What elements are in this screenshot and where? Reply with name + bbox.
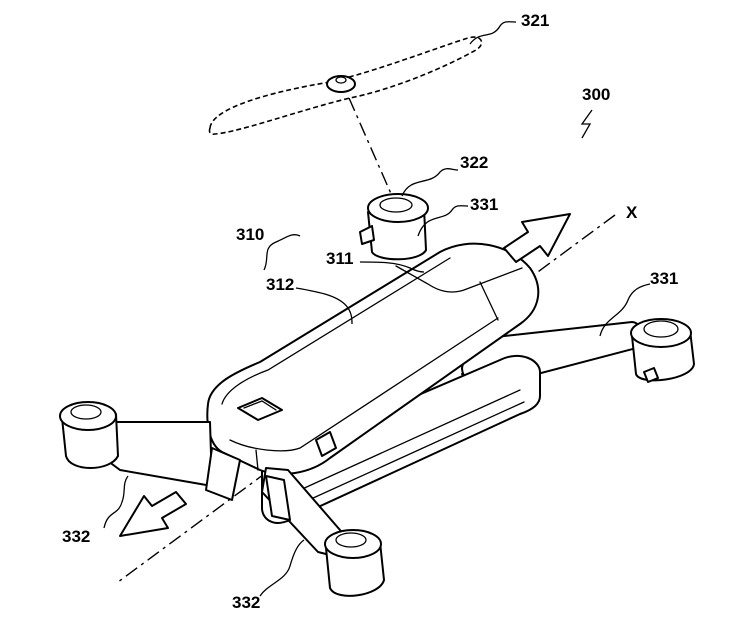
- leader-310: [263, 234, 301, 271]
- label-arm-rear: 331: [470, 195, 498, 214]
- leader-300: [580, 109, 593, 139]
- rotor-axis: [348, 97, 393, 197]
- rear-motor: [359, 193, 429, 261]
- label-drone: 300: [582, 85, 610, 104]
- leader-331-rear: [417, 205, 469, 237]
- leader-321: [469, 21, 517, 45]
- forward-arrow-icon: [503, 213, 571, 263]
- leader-322: [401, 168, 459, 197]
- leader-311: [359, 261, 425, 273]
- propeller-blade: [208, 36, 483, 135]
- label-body-shell: 312: [266, 275, 294, 294]
- lower-chassis: [261, 354, 541, 524]
- label-arm-front-left: 332: [62, 527, 90, 546]
- label-top-cover: 311: [326, 249, 353, 268]
- label-propeller: 321: [521, 11, 549, 30]
- leader-331-right: [599, 283, 651, 337]
- label-hub: 322: [460, 153, 488, 172]
- leader-332-bottom: [259, 539, 305, 597]
- leader-332-left: [103, 475, 129, 529]
- front-left-arm: [59, 401, 241, 501]
- main-body: [206, 242, 540, 475]
- label-arm-front-bottom: 332: [232, 593, 260, 612]
- label-axis-x: X: [626, 203, 638, 222]
- label-arm-right: 331: [650, 269, 678, 288]
- backward-arrow-icon: [119, 491, 187, 537]
- leader-312: [295, 287, 353, 325]
- label-body: 310: [236, 225, 264, 244]
- front-bottom-arm: [261, 467, 385, 597]
